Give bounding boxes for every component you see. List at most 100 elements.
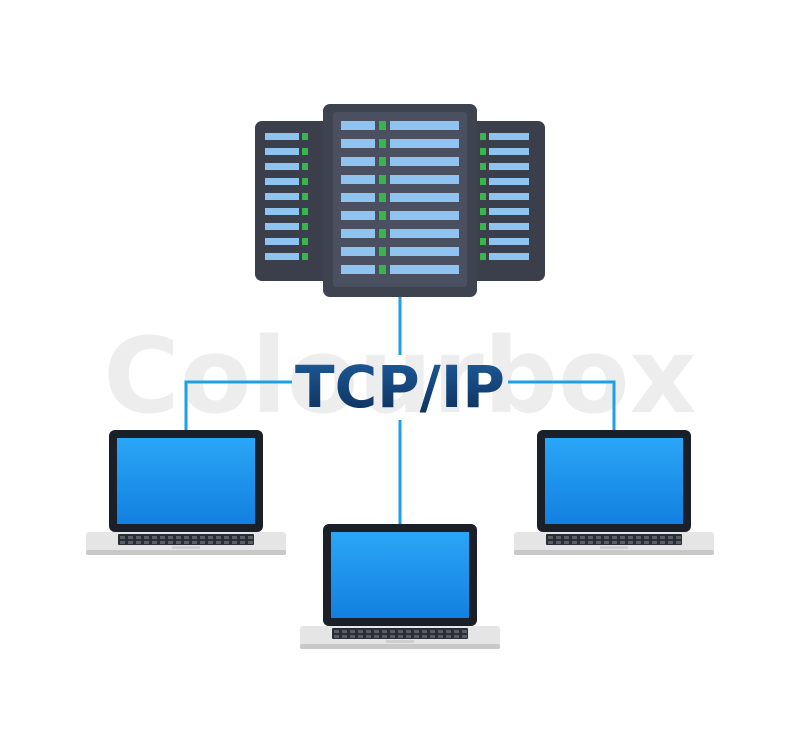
drive-slot	[489, 148, 529, 155]
drive-slot	[341, 229, 375, 238]
key	[612, 541, 617, 544]
key	[248, 536, 253, 539]
drive-slot	[390, 139, 459, 148]
drive-slot	[390, 121, 459, 130]
laptop-keyboard	[546, 534, 682, 549]
key	[548, 536, 553, 539]
trackpad	[386, 640, 414, 643]
drive-slot	[265, 223, 299, 230]
drive-slot	[265, 193, 299, 200]
status-led	[379, 175, 386, 184]
status-led	[480, 133, 486, 140]
key	[216, 536, 221, 539]
key	[462, 630, 467, 633]
key	[120, 541, 125, 544]
drive-slot	[341, 139, 375, 148]
key	[192, 536, 197, 539]
status-led	[302, 148, 308, 155]
drive-slot	[265, 208, 299, 215]
status-led	[302, 178, 308, 185]
status-led	[480, 178, 486, 185]
status-led	[302, 193, 308, 200]
key	[224, 536, 229, 539]
key	[382, 635, 387, 638]
key	[612, 536, 617, 539]
laptop-keyboard	[332, 628, 468, 643]
status-led	[302, 133, 308, 140]
server-unit-right	[465, 121, 545, 281]
status-led	[302, 223, 308, 230]
key	[358, 630, 363, 633]
drive-slot	[489, 208, 529, 215]
drive-slot	[265, 253, 299, 260]
drive-slot	[489, 193, 529, 200]
drive-slot	[341, 121, 375, 130]
drive-slot	[341, 247, 375, 256]
key	[358, 635, 363, 638]
status-led	[480, 253, 486, 260]
drive-slot	[390, 265, 459, 274]
drive-slot	[390, 247, 459, 256]
status-led	[480, 163, 486, 170]
key	[152, 536, 157, 539]
status-led	[379, 211, 386, 220]
key	[232, 541, 237, 544]
key	[556, 536, 561, 539]
key	[144, 541, 149, 544]
trackpad	[172, 546, 200, 549]
key	[652, 536, 657, 539]
key	[588, 536, 593, 539]
key	[422, 635, 427, 638]
drive-slot	[489, 178, 529, 185]
drive-slot	[390, 157, 459, 166]
drive-slot	[489, 223, 529, 230]
key	[240, 536, 245, 539]
drive-slot	[390, 193, 459, 202]
drive-slot	[265, 148, 299, 155]
key	[208, 536, 213, 539]
laptop-icon	[300, 524, 500, 649]
key	[366, 635, 371, 638]
key	[136, 536, 141, 539]
key	[216, 541, 221, 544]
key	[636, 536, 641, 539]
status-led	[480, 208, 486, 215]
key	[406, 635, 411, 638]
status-led	[302, 238, 308, 245]
key	[446, 635, 451, 638]
trackpad	[600, 546, 628, 549]
key	[596, 536, 601, 539]
drive-slot	[265, 178, 299, 185]
key	[668, 536, 673, 539]
connector-title-to-left-laptop	[184, 380, 292, 430]
laptop-icon	[86, 430, 286, 555]
key	[438, 630, 443, 633]
key	[548, 541, 553, 544]
key	[572, 536, 577, 539]
status-led	[379, 193, 386, 202]
key	[414, 635, 419, 638]
key	[588, 541, 593, 544]
status-led	[302, 253, 308, 260]
key	[660, 536, 665, 539]
connector-lines	[184, 296, 616, 526]
key	[152, 541, 157, 544]
key	[334, 635, 339, 638]
key	[438, 635, 443, 638]
key	[120, 536, 125, 539]
key	[200, 541, 205, 544]
drive-slot	[489, 163, 529, 170]
key	[200, 536, 205, 539]
key	[398, 630, 403, 633]
server-unit-center	[323, 104, 477, 297]
key	[342, 630, 347, 633]
key	[628, 536, 633, 539]
key	[564, 541, 569, 544]
key	[414, 630, 419, 633]
key	[160, 536, 165, 539]
key	[556, 541, 561, 544]
drive-slot	[341, 265, 375, 274]
key	[422, 630, 427, 633]
status-led	[379, 157, 386, 166]
